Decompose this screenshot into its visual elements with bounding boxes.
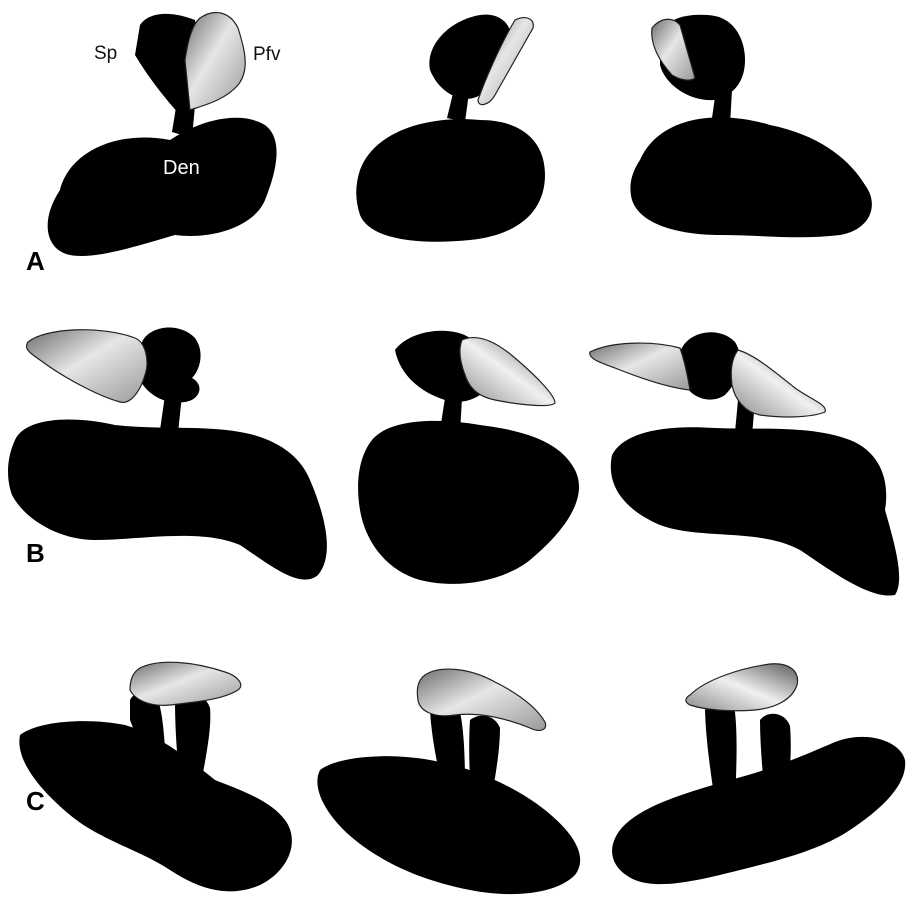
- row-a-view-3: [630, 15, 871, 237]
- spine-label: Sp: [94, 43, 117, 64]
- row-b-view-2: [358, 331, 579, 584]
- dendrite-shape: [612, 737, 905, 884]
- dendrite-shape: [630, 117, 871, 237]
- panel-label-b: B: [26, 538, 45, 568]
- vesicle-surface: [185, 13, 245, 110]
- vesicle-surface: [130, 662, 241, 705]
- row-c-view-2: [317, 669, 580, 894]
- vesicle-surface: [27, 330, 147, 403]
- row-b-view-3: [590, 332, 899, 595]
- dendrite-shape: [356, 119, 545, 242]
- dendrite-shape: [611, 427, 899, 595]
- vesicle-label: Pfv: [253, 44, 281, 65]
- panel-label-c: C: [26, 786, 45, 816]
- vesicle-surface-left: [590, 343, 690, 390]
- dendrite-shape: [48, 118, 277, 256]
- panel-label-a: A: [26, 246, 45, 276]
- row-c-view-3: [612, 664, 905, 884]
- row-a-view-2: [356, 15, 545, 242]
- dendrite-label: Den: [163, 157, 200, 179]
- row-a-view-1: Sp Pfv Den: [48, 13, 281, 256]
- vesicle-surface-right: [731, 350, 825, 417]
- spine-neck: [440, 398, 462, 433]
- row-c-view-1: [19, 662, 292, 891]
- dendrite-shape: [8, 420, 327, 580]
- vesicle-surface: [686, 664, 798, 711]
- row-b-view-1: [8, 327, 327, 579]
- dendrite-shape: [358, 421, 579, 584]
